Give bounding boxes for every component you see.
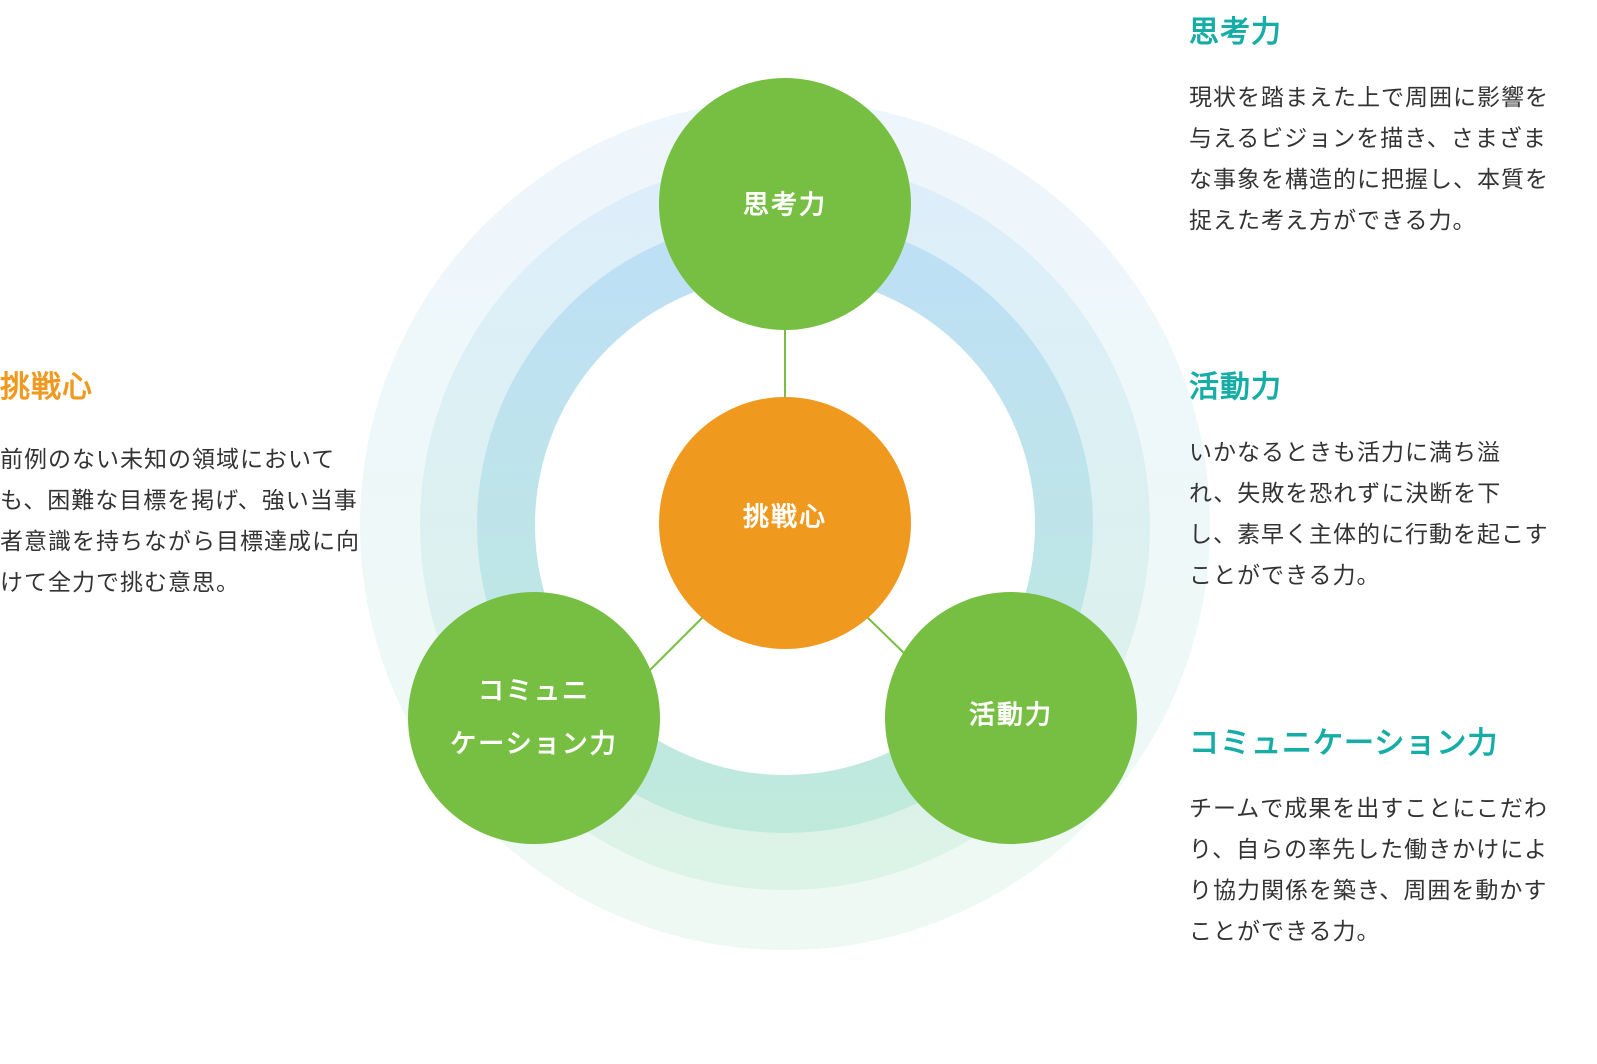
description-thinking-title: 思考力 xyxy=(1189,15,1282,50)
description-line: いかなるときも活力に満ち溢 xyxy=(1189,440,1501,466)
description-line: チームで成果を出すことにこだわ xyxy=(1189,796,1548,822)
description-action-title: 活動力 xyxy=(1189,370,1282,405)
description-communication-title: コミュニケーション力 xyxy=(1189,726,1499,761)
description-line: な事象を構造的に把握し、本質を xyxy=(1189,167,1549,193)
description-action: 活動力 いかなるときも活力に満ち溢 れ、失敗を恐れずに決断を下 し、素早く主体的… xyxy=(1189,368,1589,597)
description-action-body: いかなるときも活力に満ち溢 れ、失敗を恐れずに決断を下 し、素早く主体的に行動を… xyxy=(1189,433,1589,597)
node-challenge: 挑戦心 xyxy=(659,397,911,649)
connector-bottom-right xyxy=(866,616,907,656)
description-line: 現状を踏まえた上で周囲に影響を xyxy=(1189,85,1549,111)
description-line: り、自らの率先した働きかけによ xyxy=(1189,837,1549,863)
node-thinking-label: 思考力 xyxy=(743,191,827,221)
description-thinking: 思考力 現状を踏まえた上で周囲に影響を 与えるビジョンを描き、さまざま な事象を… xyxy=(1189,13,1589,242)
node-action: 活動力 xyxy=(885,592,1137,844)
description-line: ことができる力。 xyxy=(1189,563,1381,589)
node-communication-label-line2: ケーション力 xyxy=(450,730,617,760)
description-challenge: 挑戦心 前例のない未知の領域において も、困難な目標を掲げ、強い当事 者意識を持… xyxy=(0,368,390,604)
description-line: 与えるビジョンを描き、さまざま xyxy=(1189,126,1547,152)
description-challenge-title: 挑戦心 xyxy=(0,370,93,405)
node-action-label: 活動力 xyxy=(969,701,1053,731)
node-communication-label-line1: コミュニ xyxy=(478,677,590,707)
description-challenge-body: 前例のない未知の領域において も、困難な目標を掲げ、強い当事 者意識を持ちながら… xyxy=(0,440,390,604)
description-line: ことができる力。 xyxy=(1189,919,1381,945)
description-line: 捉えた考え方ができる力。 xyxy=(1189,208,1477,234)
connector-bottom-left xyxy=(649,616,704,671)
description-communication-body: チームで成果を出すことにこだわ り、自らの率先した働きかけによ り協力関係を築き… xyxy=(1189,789,1589,953)
description-thinking-body: 現状を踏まえた上で周囲に影響を 与えるビジョンを描き、さまざま な事象を構造的に… xyxy=(1189,78,1589,242)
node-thinking: 思考力 xyxy=(659,78,911,330)
description-line: 前例のない未知の領域において xyxy=(0,447,336,473)
description-communication: コミュニケーション力 チームで成果を出すことにこだわ り、自らの率先した働きかけ… xyxy=(1189,724,1589,953)
description-line: れ、失敗を恐れずに決断を下 xyxy=(1189,481,1502,507)
description-line: 者意識を持ちながら目標達成に向 xyxy=(0,529,360,555)
description-line: り協力関係を築き、周囲を動かす xyxy=(1189,878,1548,904)
description-line: も、困難な目標を掲げ、強い当事 xyxy=(0,488,358,514)
node-challenge-label: 挑戦心 xyxy=(743,503,827,533)
description-line: けて全力で挑む意思。 xyxy=(0,570,240,596)
description-line: し、素早く主体的に行動を起こす xyxy=(1189,522,1549,548)
node-communication: コミュニ ケーション力 xyxy=(408,592,660,844)
